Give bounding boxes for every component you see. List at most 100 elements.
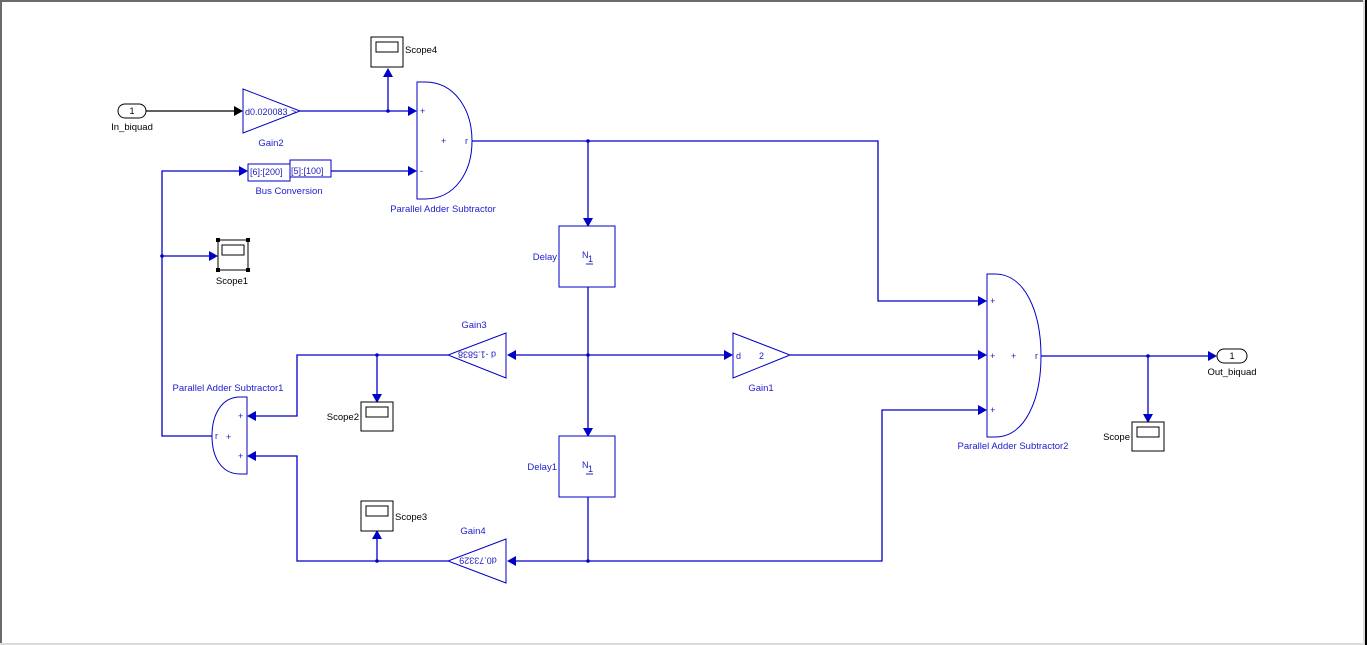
arrow-head: [372, 530, 382, 539]
scope2-block[interactable]: Scope2: [327, 401, 394, 432]
gain1-input-label: d: [736, 351, 741, 361]
wire-adder0-to-adder2[interactable]: [472, 140, 980, 302]
outport-out-biquad[interactable]: 1 Out_biquad: [1207, 348, 1257, 378]
window-edge-right: [1365, 0, 1367, 645]
gain2-label: Gain2: [258, 138, 283, 149]
delay1-label: Delay1: [527, 462, 557, 473]
wire-delay1-to-adder2[interactable]: [588, 409, 980, 562]
gain3-block[interactable]: d -1.5838 Gain3: [446, 320, 507, 379]
gain1-block[interactable]: d 2 Gain1: [732, 332, 792, 394]
selection-handle[interactable]: [216, 238, 220, 242]
gain4-value: d0.73329: [459, 556, 497, 566]
bus-conversion-input-format: [6]:[200]: [250, 167, 283, 177]
gain3-triangle[interactable]: [446, 332, 507, 379]
gain1-label: Gain1: [748, 383, 773, 394]
arrow-head: [978, 296, 987, 306]
adder1-in1-sign: +: [238, 411, 243, 421]
adder1-shape[interactable]: [211, 396, 248, 475]
adder2-in2-sign: +: [990, 351, 995, 361]
branch-point: [1146, 354, 1150, 358]
gain2-value: d0.020083: [245, 107, 288, 117]
branch-point: [386, 109, 390, 113]
arrow-head: [383, 68, 393, 77]
scope3-screen-icon: [365, 505, 389, 517]
gain1-triangle[interactable]: [732, 332, 792, 379]
adder2-label: Parallel Adder Subtractor2: [958, 441, 1069, 452]
bus-conversion-label: Bus Conversion: [255, 186, 322, 197]
gain1-value: 2: [759, 351, 764, 361]
adder2-shape[interactable]: [986, 273, 1042, 438]
selection-handle[interactable]: [246, 268, 250, 272]
arrow-head: [408, 106, 417, 116]
branch-point: [375, 559, 379, 563]
scope1-screen-icon: [221, 244, 245, 256]
delay-block[interactable]: N 1 Delay: [533, 225, 616, 288]
adder0-in2-sign: -: [420, 166, 423, 176]
gain2-triangle[interactable]: [242, 88, 302, 134]
arrow-head: [507, 556, 516, 566]
scope1-block[interactable]: Scope1: [216, 238, 250, 287]
selection-handle[interactable]: [246, 238, 250, 242]
adder1-output-label: r: [215, 431, 218, 441]
adder1-label: Parallel Adder Subtractor1: [173, 383, 284, 394]
arrow-head: [978, 405, 987, 415]
arrow-head: [239, 166, 248, 176]
inport-in-biquad[interactable]: 1 In_biquad: [111, 103, 153, 133]
arrow-head: [583, 428, 593, 437]
delay-box[interactable]: [558, 225, 616, 288]
gain3-label: Gain3: [461, 320, 486, 331]
delay1-block[interactable]: N 1 Delay1: [527, 435, 616, 498]
gain4-block[interactable]: d0.73329 Gain4: [446, 526, 507, 584]
branch-point: [586, 139, 590, 143]
adder2-output-label: r: [1035, 351, 1038, 361]
arrow-head: [372, 394, 382, 403]
delay1-box[interactable]: [558, 435, 616, 498]
parallel-adder-subtractor-block[interactable]: + - + r Parallel Adder Subtractor: [390, 81, 496, 215]
adder2-in3-sign: +: [990, 405, 995, 415]
adder1-in2-sign: +: [238, 451, 243, 461]
outport-label: Out_biquad: [1207, 367, 1256, 378]
bus-conversion-output-format: [5]:[100]: [291, 166, 324, 176]
adder0-in1-sign: +: [420, 106, 425, 116]
delay1-symbol-sub: 1: [588, 464, 593, 474]
canvas-border-left: [0, 0, 2, 645]
gain2-block[interactable]: d0.020083 > Gain2: [242, 88, 302, 149]
scope2-screen-icon: [365, 406, 389, 418]
selection-handle[interactable]: [216, 268, 220, 272]
wire-adder1-to-busconv[interactable]: [161, 170, 241, 437]
inport-number: 1: [129, 106, 134, 116]
arrow-head: [247, 411, 256, 421]
scope4-block[interactable]: Scope4: [370, 36, 437, 68]
scope3-label: Scope3: [395, 512, 427, 523]
gain4-triangle[interactable]: [446, 538, 507, 584]
wires: [146, 68, 1217, 566]
scope-block[interactable]: Scope: [1103, 421, 1165, 452]
adder2-operation: +: [1011, 351, 1016, 361]
adder1-operation: +: [226, 432, 231, 442]
parallel-adder-subtractor1-block[interactable]: + + + r Parallel Adder Subtractor1: [173, 383, 284, 475]
canvas-border-bottom: [0, 643, 1365, 645]
wire-gain4-to-adder1[interactable]: [254, 455, 448, 562]
outport-shape[interactable]: [1216, 348, 1248, 364]
scope2-label: Scope2: [327, 412, 359, 423]
delay-label: Delay: [533, 252, 558, 263]
adder0-operation: +: [441, 136, 446, 146]
branch-point: [160, 254, 164, 258]
wire-gain3-to-adder1[interactable]: [254, 354, 448, 417]
gain4-label: Gain4: [460, 526, 485, 537]
inport-shape[interactable]: [117, 103, 147, 119]
bus-conversion-right-box[interactable]: [289, 159, 332, 178]
arrow-head: [978, 350, 987, 360]
adder0-shape[interactable]: [416, 81, 473, 200]
scope1-label: Scope1: [216, 276, 248, 287]
parallel-adder-subtractor2-block[interactable]: + + + + r Parallel Adder Subtractor2: [958, 273, 1069, 452]
bus-conversion-block[interactable]: [6]:[200] [5]:[100] Bus Conversion: [247, 159, 332, 197]
arrow-head: [209, 251, 218, 261]
canvas-border-right: [1363, 0, 1365, 645]
scope3-block[interactable]: Scope3: [360, 500, 427, 532]
arrow-head: [247, 451, 256, 461]
adder0-output-label: r: [465, 136, 468, 146]
scope-label: Scope: [1103, 432, 1130, 443]
